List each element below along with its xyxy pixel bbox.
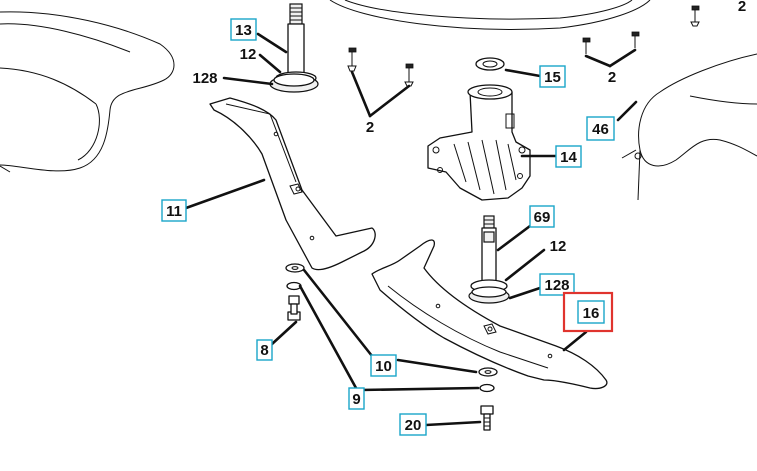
callout-2-center: 2 <box>366 119 374 136</box>
callout-9: 9 <box>348 387 365 410</box>
callout-2-top-right: 2 <box>738 0 746 15</box>
callout-12-right: 12 <box>550 238 567 255</box>
right-lockwasher <box>479 383 495 393</box>
right-spindle-shaft <box>481 227 497 285</box>
svg-text:15: 15 <box>544 69 561 86</box>
callout-16-highlighted: 16 <box>562 291 614 333</box>
callout-69: 69 <box>529 205 555 228</box>
top-bolts <box>347 5 700 87</box>
leader-lines <box>184 32 638 427</box>
svg-text:46: 46 <box>592 121 609 138</box>
left-mower-blade <box>209 97 376 271</box>
callout-2-right: 2 <box>608 69 616 86</box>
svg-text:2: 2 <box>608 69 616 86</box>
svg-text:13: 13 <box>235 22 252 39</box>
callout-8: 8 <box>256 339 273 361</box>
svg-text:12: 12 <box>240 46 257 63</box>
svg-text:8: 8 <box>260 342 268 359</box>
left-deck-panel <box>0 11 175 173</box>
left-spindle-shaft <box>287 3 305 77</box>
callout-10: 10 <box>370 354 397 377</box>
right-blade-washer <box>478 367 498 377</box>
callout-128-left: 128 <box>192 70 217 87</box>
callout-13: 13 <box>230 18 257 41</box>
svg-text:10: 10 <box>375 358 392 375</box>
svg-text:128: 128 <box>192 70 217 87</box>
svg-text:20: 20 <box>405 417 422 434</box>
mower-deck-outline <box>329 0 651 30</box>
svg-text:69: 69 <box>534 209 551 226</box>
spindle-housing <box>427 84 531 201</box>
left-blade-bolt <box>287 303 301 321</box>
svg-text:11: 11 <box>166 203 182 220</box>
svg-text:12: 12 <box>550 238 567 255</box>
right-deck-panel <box>621 53 757 201</box>
callout-15: 15 <box>539 65 566 88</box>
left-spindle-bearing <box>269 73 319 93</box>
callout-128-right: 128 <box>539 273 575 296</box>
right-spindle-bearing <box>468 286 510 304</box>
left-blade-washer <box>285 263 305 273</box>
callout-11: 11 <box>161 199 187 222</box>
svg-text:128: 128 <box>544 277 569 294</box>
svg-text:2: 2 <box>738 0 746 15</box>
callout-46: 46 <box>586 116 615 141</box>
callout-14: 14 <box>555 145 582 168</box>
right-mower-blade <box>371 239 608 390</box>
svg-text:16: 16 <box>583 305 600 322</box>
right-blade-bolt <box>480 405 494 431</box>
svg-text:14: 14 <box>560 149 577 166</box>
spindle-seal <box>475 57 505 71</box>
grease-fitting <box>483 215 495 229</box>
left-small-nut <box>288 295 300 305</box>
svg-text:9: 9 <box>352 391 360 408</box>
callout-12-left: 12 <box>240 46 257 63</box>
callout-20: 20 <box>399 413 427 436</box>
svg-text:2: 2 <box>366 119 374 136</box>
